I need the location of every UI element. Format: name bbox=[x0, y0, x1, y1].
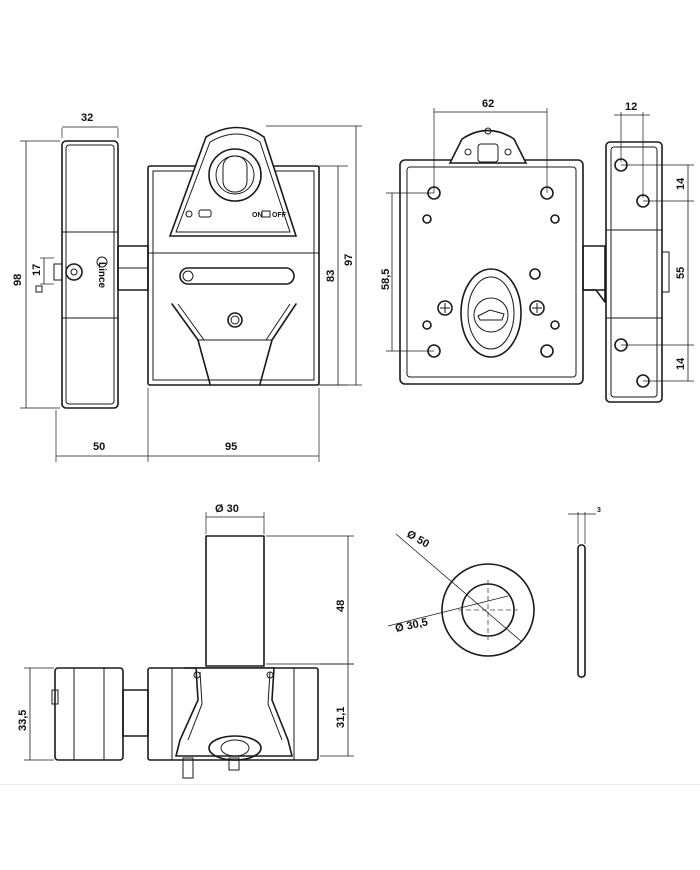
dim-back-height-holes: 58,5 bbox=[380, 269, 392, 290]
front-view: Lince ON OFF 32 9 bbox=[12, 112, 362, 462]
dim-front-width-left: 50 bbox=[93, 441, 105, 453]
back-screw-icon bbox=[437, 300, 453, 316]
dim-front-height-body: 97 bbox=[343, 254, 355, 266]
bottom-cylinder bbox=[205, 535, 265, 667]
dim-front-width-body: 95 bbox=[225, 441, 237, 453]
bottom-view: Ø 30 48 33,5 31,1 bbox=[17, 503, 354, 779]
side-view: 12 14 55 14 bbox=[605, 101, 694, 403]
dim-front-height-knob: 17 bbox=[31, 264, 43, 276]
rosette-view: Ø 50 Ø 30,5 3 bbox=[387, 507, 601, 678]
dim-side-width: 12 bbox=[625, 101, 637, 113]
dim-bottom-height-left: 33,5 bbox=[17, 710, 29, 731]
rosette-edge bbox=[577, 544, 586, 678]
front-knob-icon bbox=[65, 263, 83, 281]
front-screw-icon bbox=[227, 312, 243, 328]
dim-bottom-height-right: 31,1 bbox=[335, 707, 347, 728]
dim-side-hole-top: 14 bbox=[675, 177, 687, 190]
side-plate bbox=[605, 141, 663, 403]
footer-band bbox=[0, 784, 700, 870]
brand-label: Lince bbox=[96, 262, 107, 289]
dim-front-height-total: 98 bbox=[12, 274, 24, 286]
back-cylinder bbox=[460, 268, 522, 358]
dim-rosette-inner: Ø 30,5 bbox=[394, 616, 429, 635]
dim-side-hole-mid: 55 bbox=[675, 267, 687, 279]
back-view: 62 58,5 bbox=[380, 98, 606, 385]
dim-front-width-cap: 32 bbox=[81, 112, 93, 124]
dim-bottom-cyl-diameter: Ø 30 bbox=[215, 503, 239, 515]
dim-front-height-body-inner: 83 bbox=[325, 270, 337, 282]
rosette-outer-ring bbox=[441, 563, 535, 657]
dim-back-width-holes: 62 bbox=[482, 98, 494, 110]
switch-off-label: OFF bbox=[272, 212, 287, 219]
front-slot bbox=[179, 267, 295, 285]
front-keeper bbox=[61, 140, 119, 409]
dim-rosette-thickness: 3 bbox=[597, 507, 601, 514]
dim-rosette-outer: Ø 50 bbox=[405, 528, 432, 550]
switch-on-label: ON bbox=[252, 212, 263, 219]
dim-side-hole-bottom: 14 bbox=[675, 357, 687, 370]
dim-bottom-cyl-length: 48 bbox=[335, 600, 347, 612]
front-cylinder-housing bbox=[168, 126, 298, 237]
